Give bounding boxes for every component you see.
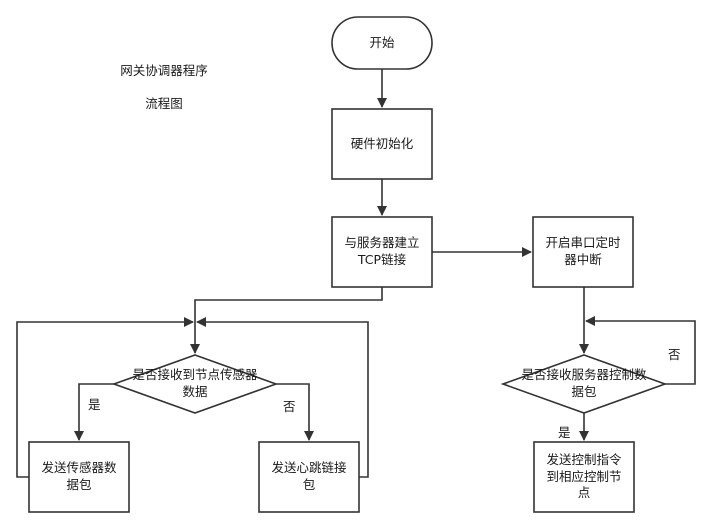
send-heartbeat-box-shape <box>258 441 360 513</box>
connect-server-node: 与服务器建立 TCP链接 <box>344 235 420 267</box>
control-yes-label: 是 <box>558 425 571 440</box>
edge-control-no-loop <box>585 316 696 385</box>
send-sensor-node: 发送传感器数 据包 <box>41 460 117 492</box>
diagram-title-line1: 网关协调器程序 <box>120 63 208 79</box>
control-no-label: 否 <box>668 347 681 362</box>
edge-sensor-no <box>276 383 314 441</box>
hw-init-node: 硬件初始化 <box>350 135 414 151</box>
sensor-no-label: 否 <box>283 399 296 414</box>
connect-server-box-shape <box>331 216 433 288</box>
diagram-title: 网关协调器程序 流程图 <box>104 47 224 128</box>
hw-init-box-shape <box>331 108 433 180</box>
serial-timer-node: 开启串口定时 器中断 <box>545 235 621 267</box>
send-heartbeat-node: 发送心跳链接 包 <box>271 460 347 492</box>
sensor-yes-label: 是 <box>88 397 101 412</box>
edge-send-sensor-loopback <box>16 317 194 478</box>
edge-connect-to-sensor-loop <box>190 287 383 354</box>
send-control-node: 发送控制指令 到相应控制节 点 <box>546 451 622 501</box>
serial-timer-box-shape <box>532 216 634 288</box>
start-node: 开始 <box>369 34 395 50</box>
check-control-decision: 是否接收服务器控制数 据包 <box>521 367 647 399</box>
edge-heartbeat-loopback <box>196 317 369 478</box>
check-sensor-diamond-shape <box>111 354 279 414</box>
check-sensor-decision: 是否接收到节点传感器 数据 <box>132 367 258 399</box>
send-control-box-shape <box>533 441 635 513</box>
diagram-title-line2: 流程图 <box>145 95 183 111</box>
edge-sensor-yes <box>74 383 114 441</box>
